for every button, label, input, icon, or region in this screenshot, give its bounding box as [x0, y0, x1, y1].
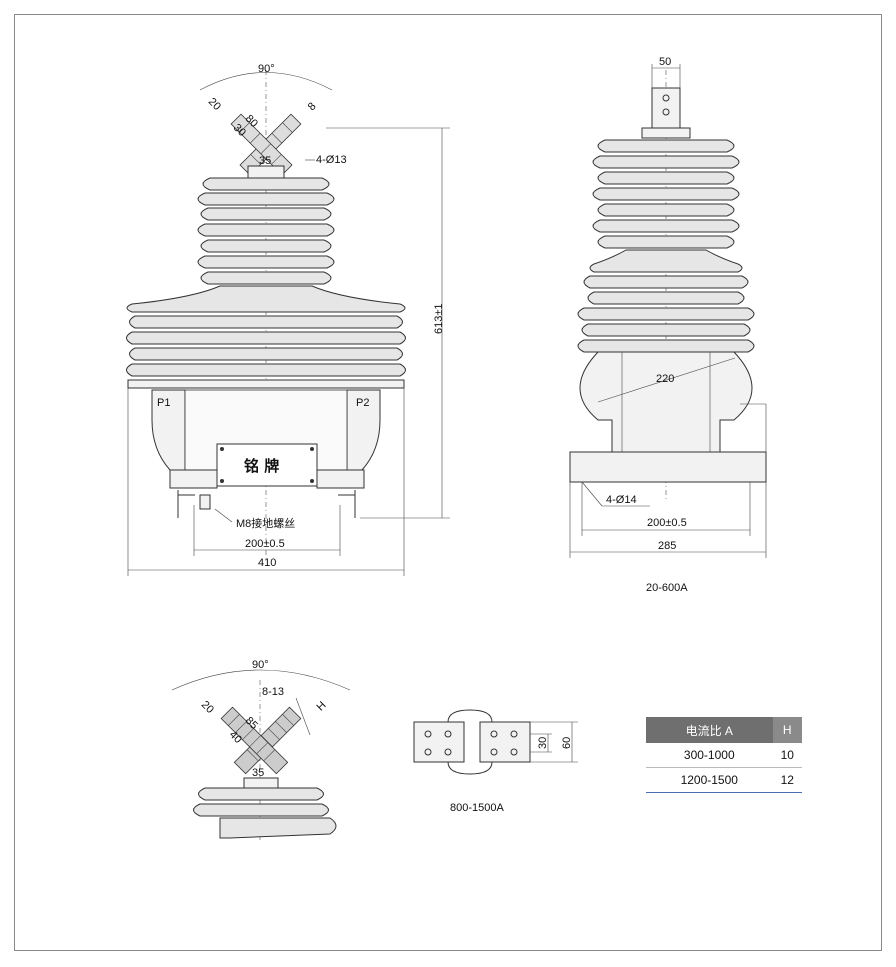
terminal-caption: 800-1500A — [450, 802, 504, 814]
side-caption: 20-600A — [646, 582, 688, 594]
detail-holes-label: 8-13 — [262, 686, 284, 698]
front-holes-label: 4-Ø13 — [316, 154, 347, 166]
p1-label: P1 — [157, 397, 170, 409]
detail-h-label: H — [315, 699, 329, 713]
side-base-dim: 200±0.5 — [647, 517, 687, 529]
front-dim-20: 20 — [206, 96, 223, 113]
front-view: 90° 20 80 30 8 35 4-Ø13 — [126, 63, 450, 576]
front-angle-label: 90° — [258, 63, 275, 75]
detail-view: 90° 20 85 40 8-13 H 35 — [171, 659, 351, 840]
terminal-view: 30 60 800-1500A — [413, 709, 578, 814]
table-cell-ratio: 300-1000 — [646, 743, 773, 768]
detail-angle-label: 90° — [252, 659, 269, 671]
table-cell-h: 12 — [772, 767, 802, 793]
table-cell-h: 10 — [772, 743, 802, 768]
terminal-dim-60: 60 — [561, 737, 573, 749]
side-holes-label: 4-Ø14 — [606, 494, 637, 506]
front-width-dim: 410 — [258, 557, 276, 569]
nameplate-label: 铭 牌 — [244, 457, 279, 475]
spec-table: 电流比 A H 300-1000 10 1200-1500 12 — [646, 717, 802, 793]
front-dim-8: 8 — [306, 100, 319, 113]
table-row: 1200-1500 12 — [646, 767, 802, 793]
detail-dim-20: 20 — [199, 699, 216, 716]
table-header-h: H — [772, 717, 802, 743]
terminal-dim-30: 30 — [537, 737, 549, 749]
table-row: 300-1000 10 — [646, 743, 802, 768]
side-width-dim: 285 — [658, 540, 676, 552]
table-cell-ratio: 1200-1500 — [646, 767, 773, 793]
drawing-frame — [14, 14, 882, 951]
side-view: 50 220 4-Ø14 200±0.5 — [569, 56, 767, 594]
table-header-ratio: 电流比 A — [646, 717, 773, 743]
side-top-dim: 50 — [659, 56, 671, 68]
detail-dim-35: 35 — [252, 767, 264, 779]
ground-label: M8接地螺丝 — [236, 517, 295, 530]
p2-label: P2 — [356, 397, 369, 409]
front-dim-35: 35 — [259, 155, 271, 167]
front-base-dim: 200±0.5 — [245, 538, 285, 550]
height-dim: 613±1 — [433, 303, 445, 334]
side-dia-dim: 220 — [656, 373, 674, 385]
